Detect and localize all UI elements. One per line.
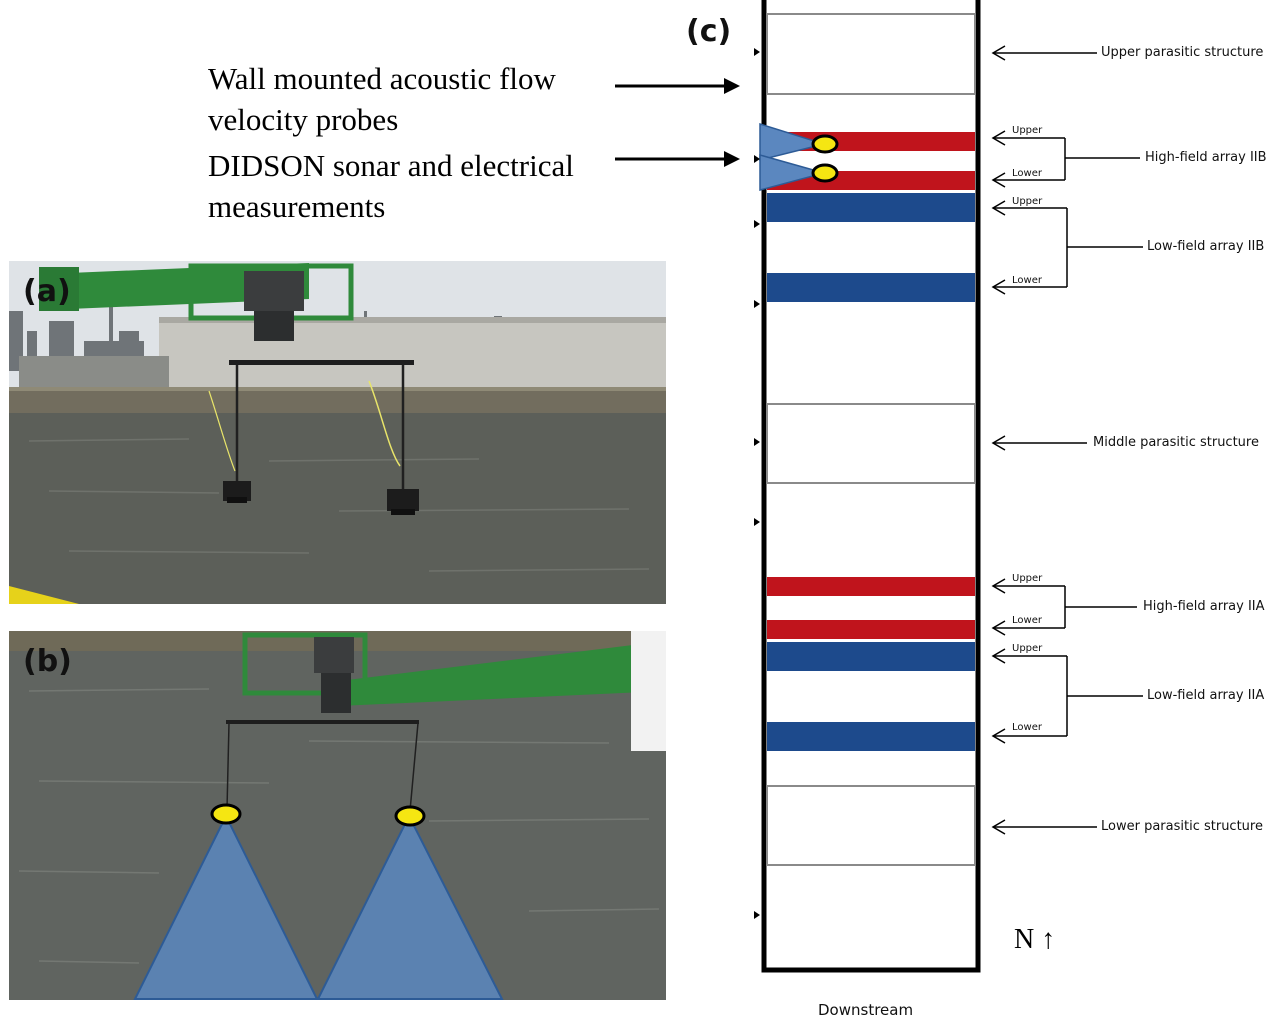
low-field-iib-upper-electrode (767, 193, 975, 222)
high-field-iia-lower-arrow-head (991, 620, 1006, 636)
photo-b-sensor-left-icon (210, 803, 242, 825)
upper-parasitic-arrow-head (991, 45, 1006, 61)
high-field-iia-upper-label: Upper (1012, 573, 1043, 584)
panel-label-c: (c) (686, 14, 732, 49)
middle-parasitic-arrow-head (991, 435, 1006, 451)
photo-a-probe-bar (229, 360, 414, 365)
didson-label: DIDSON sonar and electrical measurements (208, 145, 574, 227)
photo-a-bank (9, 389, 666, 415)
sensor-upper-icon (811, 134, 839, 154)
photo-b-crane-mount (321, 673, 351, 713)
wall-probe-marker (754, 518, 760, 526)
photo-a-building-roof (159, 317, 666, 323)
photo-b (9, 631, 666, 1000)
low-field-iib-lower-arrow-head (991, 279, 1006, 295)
wall-probe-marker (754, 48, 760, 56)
photo-b-sonar-beam-right (316, 813, 504, 1000)
lower-parasitic-structure (766, 785, 976, 866)
photo-a-crane-motor (244, 271, 304, 311)
photo-b-crane-boom (339, 641, 666, 706)
wall-probes-label-line1: Wall mounted acoustic flow (208, 61, 556, 96)
wall-probes-label-line2: velocity probes (208, 102, 399, 137)
low-field-iia-lower-arrow-head (991, 728, 1006, 744)
wall-probe-marker (754, 220, 760, 228)
didson-beam-upper (759, 122, 827, 161)
wall-probe-marker (754, 438, 760, 446)
high-field-iib-upper-arrow-head (991, 130, 1006, 146)
panel-label-a: (a) (23, 274, 71, 309)
north-indicator: N ↑ (1014, 924, 1056, 955)
photo-b-ripples (18, 688, 660, 964)
photo-b-cable-right (409, 722, 419, 812)
pointer-arrows (615, 78, 740, 167)
downstream-label: Downstream (818, 1001, 914, 1019)
photo-a-water (9, 413, 666, 604)
photo-a-yellow-cable (368, 380, 401, 467)
low-field-iib-lower-label: Lower (1012, 275, 1042, 286)
low-field-iib-upper-arrow-head (991, 200, 1006, 216)
high-field-iib-lower-arrow-head (991, 172, 1006, 188)
wall-probe-marker (754, 911, 760, 919)
photo-b-crane-basket (242, 632, 368, 696)
photo-a-railing (9, 586, 79, 604)
photo-b-sensor-right-icon (394, 805, 426, 827)
photo-a-building-left (19, 356, 169, 391)
low-field-iib-lower-electrode (767, 273, 975, 302)
wall-probes-pointer-arrow-head (724, 78, 740, 94)
high-field-iib-upper-label: Upper (1012, 125, 1043, 136)
low-field-iia-upper-label: Upper (1012, 643, 1043, 654)
didson-label-line1: DIDSON sonar and electrical (208, 148, 574, 183)
sensor-lower-icon (811, 163, 839, 183)
photo-a-probe-right (387, 489, 419, 515)
upper-parasitic-label: Upper parasitic structure (1101, 45, 1264, 60)
low-field-iia-lower-electrode (767, 722, 975, 751)
high-field-iia-lower-label: Lower (1012, 615, 1042, 626)
high-field-iib-label: High-field array IIB (1145, 150, 1267, 165)
photo-b-sonar-beam-left (133, 813, 319, 1000)
photo-b-cable-left (226, 722, 230, 810)
wall-probes-label: Wall mounted acoustic flow velocity prob… (208, 58, 556, 140)
wall-probe-marker (754, 155, 760, 163)
photo-a-yellow-cable-left (208, 390, 236, 472)
lower-parasitic-label: Lower parasitic structure (1101, 819, 1263, 834)
middle-parasitic-structure (766, 403, 976, 484)
photo-b-probe-bar (226, 720, 419, 724)
photo-a-ripples (28, 438, 650, 572)
photo-a-crane-boom-base (39, 267, 79, 311)
didson-label-line2: measurements (208, 189, 386, 224)
low-field-iia-lower-label: Lower (1012, 722, 1042, 733)
upper-parasitic-structure (766, 13, 976, 95)
panel-label-b: (b) (23, 644, 72, 679)
high-field-iia-lower-electrode (767, 620, 975, 639)
low-field-iib-upper-label: Upper (1012, 196, 1043, 207)
low-field-iia-upper-arrow-head (991, 648, 1006, 664)
high-field-iia-upper-electrode (767, 577, 975, 596)
didson-beam-lower (759, 154, 827, 191)
leader-lines (991, 45, 1143, 835)
photo-a-bank-top (9, 387, 666, 391)
photo-a (9, 261, 666, 604)
photo-a-building (159, 321, 666, 391)
low-field-iib-label: Low-field array IIB (1147, 239, 1265, 254)
low-field-iia-upper-electrode (767, 642, 975, 671)
wall-probe-markers (754, 48, 760, 919)
didson-pointer-arrow-head (724, 151, 740, 167)
photo-b-crane-motor (314, 637, 354, 673)
photo-b-white-panel (631, 631, 666, 751)
wall-probe-marker (754, 300, 760, 308)
low-field-iia-label: Low-field array IIA (1147, 688, 1265, 703)
channel-schematic (754, 0, 981, 973)
high-field-iib-lower-label: Lower (1012, 168, 1042, 179)
high-field-iia-upper-arrow-head (991, 578, 1006, 594)
middle-parasitic-label: Middle parasitic structure (1093, 435, 1259, 450)
photo-a-crane-mount (254, 311, 294, 341)
photo-a-probe-left (223, 481, 251, 503)
lower-parasitic-arrow-head (991, 819, 1006, 835)
high-field-iia-label: High-field array IIA (1143, 599, 1265, 614)
